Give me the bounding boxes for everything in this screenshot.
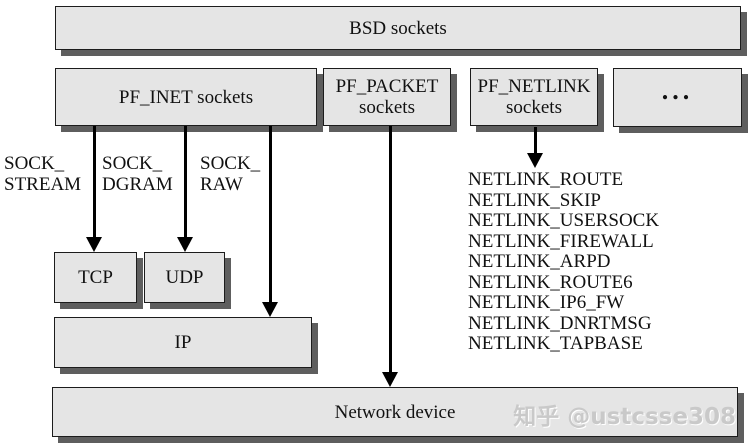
netlink-type-item: NETLINK_IP6_FW bbox=[468, 292, 625, 313]
box-pf-netlink-sockets-label-line2: sockets bbox=[506, 97, 562, 118]
arrow-shaft bbox=[533, 127, 537, 153]
arrow-shaft bbox=[183, 126, 187, 237]
arrow-pf-packet-to-network-device bbox=[382, 126, 398, 387]
label-sock-raw: SOCK_ RAW bbox=[200, 153, 260, 195]
netlink-type-item: NETLINK_ARPD bbox=[468, 251, 611, 272]
box-pf-inet-sockets-label: PF_INET sockets bbox=[118, 86, 254, 108]
netlink-type-item: NETLINK_USERSOCK bbox=[468, 210, 660, 231]
arrow-head-icon bbox=[527, 153, 543, 168]
arrow-head-icon bbox=[86, 237, 102, 252]
arrow-head-icon bbox=[177, 237, 193, 252]
box-bsd-sockets: BSD sockets bbox=[55, 6, 741, 50]
box-pf-inet-sockets: PF_INET sockets bbox=[55, 68, 317, 126]
label-sock-dgram: SOCK_ DGRAM bbox=[102, 153, 173, 195]
label-sock-stream-line1: SOCK_ bbox=[4, 153, 65, 174]
netlink-type-item: NETLINK_SKIP bbox=[468, 189, 601, 211]
box-network-device-label: Network device bbox=[334, 401, 456, 423]
box-pf-netlink-sockets: PF_NETLINK sockets bbox=[470, 68, 598, 126]
netlink-type-item: NETLINK_FIREWALL bbox=[468, 230, 654, 252]
box-ip-label: IP bbox=[174, 332, 192, 353]
box-udp: UDP bbox=[144, 252, 225, 303]
box-tcp-label: TCP bbox=[78, 267, 113, 288]
label-sock-raw-line2: RAW bbox=[200, 174, 243, 195]
box-pf-packet-sockets-label-line2: sockets bbox=[359, 97, 415, 118]
netlink-type-item: NETLINK_TAPBASE bbox=[468, 333, 643, 354]
box-pf-packet-sockets-label-line1: PF_PACKET bbox=[335, 76, 439, 97]
label-sock-dgram-line1: SOCK_ bbox=[102, 153, 163, 174]
arrow-sock-dgram-to-udp bbox=[177, 126, 193, 252]
label-sock-stream: SOCK_ STREAM bbox=[4, 153, 81, 195]
arrow-shaft bbox=[388, 126, 392, 372]
arrow-head-icon bbox=[262, 302, 278, 317]
box-network-device: Network device bbox=[52, 387, 738, 437]
netlink-type-item: NETLINK_ROUTE6 bbox=[468, 271, 633, 293]
box-pf-netlink-sockets-label-line1: PF_NETLINK bbox=[477, 76, 591, 97]
arrow-sock-raw-to-ip bbox=[262, 126, 278, 317]
arrow-head-icon bbox=[382, 372, 398, 387]
label-sock-stream-line2: STREAM bbox=[4, 174, 82, 195]
box-other-socket-families: ... bbox=[613, 68, 742, 127]
label-sock-dgram-line2: DGRAM bbox=[102, 174, 173, 195]
label-sock-raw-line1: SOCK_ bbox=[200, 153, 261, 174]
zhihu-watermark: 知乎 @ustcsse308 bbox=[513, 404, 736, 430]
box-pf-packet-sockets: PF_PACKET sockets bbox=[323, 68, 451, 126]
arrow-shaft bbox=[92, 126, 96, 237]
box-ip: IP bbox=[54, 317, 312, 368]
netlink-type-item: NETLINK_DNRTMSG bbox=[468, 312, 652, 334]
netlink-types-list: NETLINK_ROUTE NETLINK_SKIP NETLINK_USERS… bbox=[468, 169, 660, 355]
arrow-shaft bbox=[268, 126, 272, 302]
arrow-sock-stream-to-tcp bbox=[86, 126, 102, 252]
netlink-type-item: NETLINK_ROUTE bbox=[468, 169, 624, 190]
arrow-pf-netlink-to-netlink-list bbox=[527, 127, 543, 168]
box-udp-label: UDP bbox=[165, 267, 204, 288]
box-bsd-sockets-label: BSD sockets bbox=[349, 17, 447, 39]
box-tcp: TCP bbox=[54, 252, 137, 303]
